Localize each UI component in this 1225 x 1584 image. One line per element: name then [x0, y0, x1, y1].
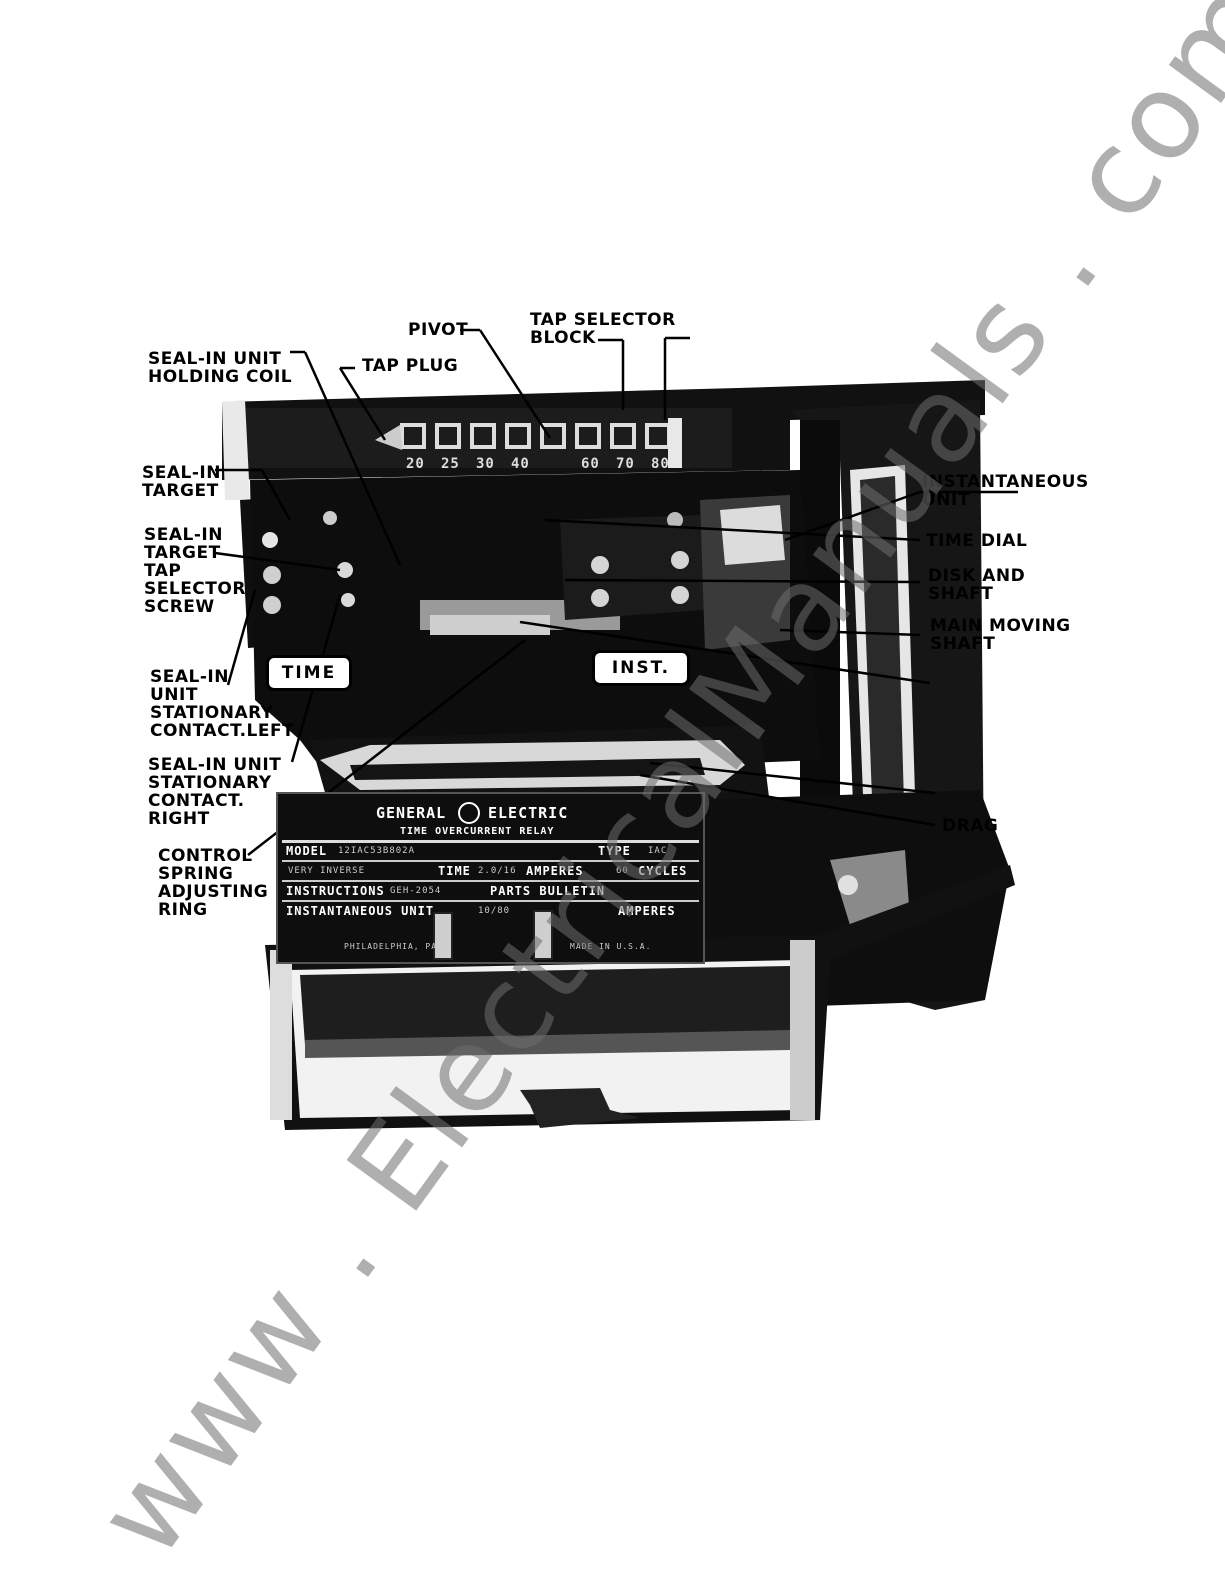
label-seal-in-contact-right: SEAL-IN UNIT STATIONARY CONTACT. RIGHT — [148, 755, 282, 829]
inst-indicator: INST. — [592, 650, 690, 686]
model-value: 12IAC53B802A — [338, 846, 416, 856]
time-indicator: TIME — [266, 655, 352, 691]
time-value: 2.0/16 — [478, 866, 517, 876]
cycles-label: CYCLES — [638, 864, 688, 878]
label-seal-in-holding-coil: SEAL-IN UNIT HOLDING COIL — [148, 349, 293, 387]
model-label: MODEL — [286, 844, 328, 858]
label-time-dial: TIME DIAL — [926, 531, 1028, 551]
label-drag: DRAG — [942, 816, 999, 836]
label-seal-in-tap-screw: SEAL-IN TARGET TAP SELECTOR SCREW — [144, 525, 246, 617]
label-pivot: PIVOT — [408, 320, 469, 340]
tap-numbers: 20 25 30 40 60 70 80 — [398, 456, 698, 476]
footer-left: PHILADELPHIA, PA. — [344, 942, 443, 951]
brand-right: ELECTRIC — [488, 804, 569, 822]
nameplate-subtitle: TIME OVERCURRENT RELAY — [400, 826, 555, 837]
tap-selector-holes — [375, 418, 682, 468]
footer-right: MADE IN U.S.A. — [570, 942, 652, 951]
amperes-label: AMPERES — [526, 864, 584, 878]
label-tap-plug: TAP PLUG — [362, 356, 459, 376]
plate-clip-left — [433, 912, 453, 960]
curve-value: VERY INVERSE — [288, 866, 366, 876]
label-control-spring: CONTROL SPRING ADJUSTING RING — [158, 846, 269, 920]
inst-amperes-label: AMPERES — [618, 904, 676, 918]
instructions-value: GEH-2054 — [390, 886, 442, 896]
tap-number: 30 — [476, 456, 495, 472]
label-seal-in-target: SEAL-IN TARGET — [142, 463, 221, 501]
brand-left: GENERAL — [376, 804, 447, 822]
ge-logo-icon — [458, 802, 480, 824]
cycles-value: 60 — [616, 866, 629, 876]
tap-number: 25 — [441, 456, 460, 472]
tap-number: 60 — [581, 456, 600, 472]
label-tap-selector-block: TAP SELECTOR BLOCK — [530, 310, 676, 348]
time-label: TIME — [438, 864, 471, 878]
parts-bulletin-label: PARTS BULLETIN — [490, 884, 606, 898]
type-value: IAC — [648, 846, 668, 856]
label-seal-in-contact-left: SEAL-IN UNIT STATIONARY CONTACT.LEFT — [150, 667, 295, 741]
tap-number: 80 — [651, 456, 670, 472]
nameplate: GENERAL ELECTRIC TIME OVERCURRENT RELAY … — [276, 792, 705, 964]
plate-clip-right — [533, 910, 553, 960]
label-disk-and-shaft: DISK AND SHAFT — [928, 566, 1026, 604]
tap-number: 40 — [511, 456, 530, 472]
label-main-moving-shaft: MAIN MOVING SHAFT — [930, 616, 1071, 654]
tap-number: 70 — [616, 456, 635, 472]
label-instantaneous-unit: INSTANTANEOUS UNIT — [922, 472, 1089, 510]
inst-unit-value: 10/80 — [478, 906, 511, 916]
tap-number: 20 — [406, 456, 425, 472]
instructions-label: INSTRUCTIONS — [286, 884, 385, 898]
type-label: TYPE — [598, 844, 631, 858]
relay-body — [222, 380, 1015, 1130]
inst-unit-label: INSTANTANEOUS UNIT — [286, 904, 435, 918]
